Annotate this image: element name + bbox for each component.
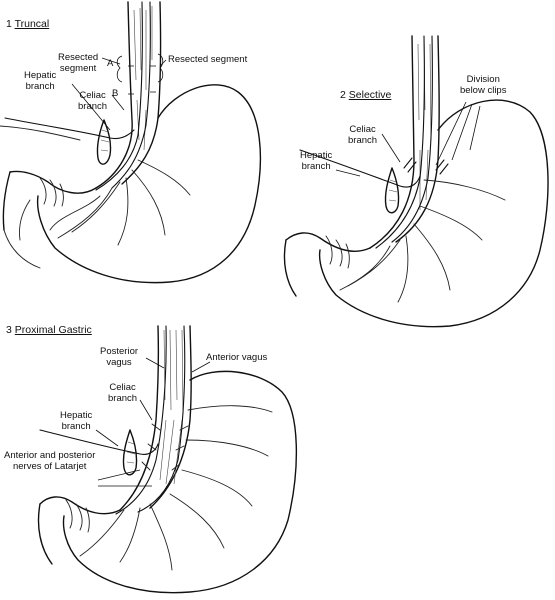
stomach-3 [39, 370, 298, 594]
panel-proximal-gastric-drawing [37, 325, 298, 594]
panel-selective-drawing [283, 35, 549, 328]
label-posterior-vagus: Posterior vagus [100, 346, 139, 368]
label-celiac-branch-1: Celiac branch [78, 90, 108, 112]
label-anterior-vagus: Anterior vagus [206, 352, 268, 363]
label-hepatic-branch-2: Hepatic branch [300, 150, 333, 172]
panel-2-title: 2 Selective [340, 89, 391, 101]
label-hepatic-branch-1: Hepatic branch [24, 70, 57, 92]
label-division-below-clips: Division below clips [460, 74, 507, 96]
panel-2-number: 2 [340, 89, 346, 101]
label-celiac-branch-3: Celiac branch [108, 382, 138, 404]
panel-3-title: 3 Proximal Gastric [6, 324, 92, 336]
label-resected-segment-left: Resected segment [58, 52, 99, 74]
panel-2-title-text: Selective [348, 89, 392, 101]
panel-1-title-text: Truncal [14, 18, 50, 30]
esophagus-2 [369, 35, 440, 249]
stomach-1 [9, 84, 262, 284]
panel-3-title-text: Proximal Gastric [14, 324, 92, 336]
panel-1-number: 1 [6, 18, 12, 30]
label-hepatic-branch-3: Hepatic branch [60, 410, 93, 432]
panel-3-number: 3 [6, 324, 12, 336]
label-mark-a: A [107, 58, 114, 69]
panel-truncal-drawing [0, 1, 262, 284]
label-mark-b: B [112, 88, 119, 99]
panel-1-title: 1 Truncal [6, 18, 49, 30]
label-resected-segment-right: Resected segment [168, 54, 248, 65]
stomach-2 [285, 99, 549, 328]
esophagus-3 [119, 325, 192, 511]
label-celiac-branch-2: Celiac branch [348, 124, 378, 146]
label-nerves-of-latarjet: Anterior and posterior nerves of Latarje… [4, 450, 96, 472]
